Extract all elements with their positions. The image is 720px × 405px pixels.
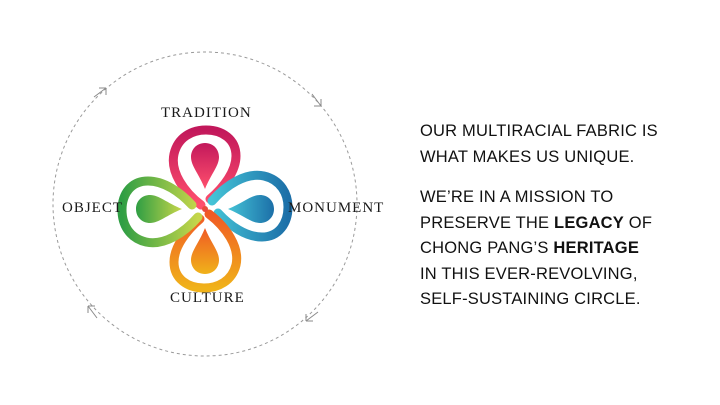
arrow-icon-bottom-left [87,305,98,319]
mission-line-5: SELF-SUSTAINING CIRCLE. [420,290,641,308]
mission-line-2: PRESERVE THE LEGACY OF [420,211,710,237]
arrow-icon-bottom-right [305,311,319,322]
arrow-icon-top-left [93,87,107,98]
intro-line-1: OUR MULTIRACIAL FABRIC IS [420,122,658,140]
label-culture: CULTURE [170,290,245,306]
mission-line-2-post: OF [624,213,653,232]
mission-line-1: WE’RE IN A MISSION TO [420,188,614,206]
emblem-loop-right [207,170,293,242]
arrow-icon-top-right [311,93,322,107]
emblem-drop-top [191,143,219,189]
mission-statement: WE’RE IN A MISSION TO PRESERVE THE LEGAC… [420,185,710,313]
emblem-drop-left [136,195,182,223]
label-object: OBJECT [62,200,124,216]
emblem-loop-bottom [169,209,242,293]
legacy-emphasis: LEGACY [554,213,625,232]
heritage-emphasis: HERITAGE [553,239,640,257]
intro-line-2: WHAT MAKES US UNIQUE. [420,147,635,166]
emblem-drop-right [228,195,274,223]
emblem-center [202,206,208,212]
cycle-ring [52,51,358,357]
mission-line-4: IN THIS EVER-REVOLVING, [420,264,638,283]
mission-line-2-pre: PRESERVE THE [420,213,555,232]
intro-statement: OUR MULTIRACIAL FABRIC IS WHAT MAKES US … [420,119,710,170]
emblem-loop-left [117,176,203,248]
emblem-loop-top [168,125,241,210]
heritage-emblem-icon [117,125,293,293]
emblem-drop-bottom [191,228,219,274]
label-monument: MONUMENT [288,200,385,216]
mission-line-3: CHONG PANG’S HERITAGE [420,236,710,262]
label-tradition: TRADITION [161,105,252,121]
mission-line-3-pre: CHONG PANG’S [420,239,554,257]
